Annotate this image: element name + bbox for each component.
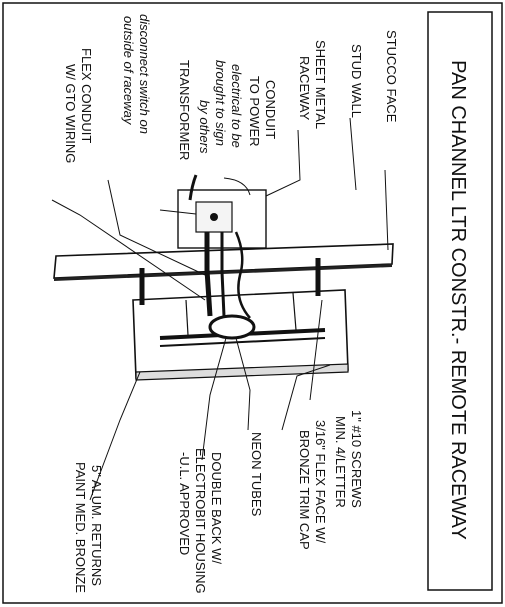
svg-text:by others: by others <box>197 100 212 154</box>
diagram-title: PAN CHANNEL LTR CONSTR.- REMOTE RACEWAY <box>447 60 469 540</box>
standoff-right <box>292 292 297 331</box>
standoff-left <box>185 299 189 336</box>
label-stud-wall: STUD WALL <box>349 44 364 118</box>
svg-text:DOUBLE BACK W/: DOUBLE BACK W/ <box>209 452 224 564</box>
label-neon-tubes: NEON TUBES <box>249 432 264 517</box>
svg-text:5" ALUM. RETURNS: 5" ALUM. RETURNS <box>89 465 104 586</box>
svg-text:TO POWER: TO POWER <box>247 76 262 147</box>
label-conduit-to-power: CONDUIT TO POWER <box>247 76 278 147</box>
label-alum-returns: 5" ALUM. RETURNS PAINT MED. BRONZE <box>73 462 104 593</box>
flex-face-trim-cap <box>135 363 349 381</box>
svg-text:ELECTROBIT HOUSING: ELECTROBIT HOUSING <box>193 448 208 594</box>
svg-text:BRONZE TRIM CAP: BRONZE TRIM CAP <box>297 430 312 550</box>
flex-conduit <box>204 232 213 317</box>
svg-text:W/ GTO WIRING: W/ GTO WIRING <box>63 64 78 163</box>
transformer-dot <box>210 213 218 221</box>
label-transformer: TRANSFORMER <box>177 60 192 160</box>
svg-text:PAINT MED. BRONZE: PAINT MED. BRONZE <box>73 462 88 593</box>
svg-text:brought to sign: brought to sign <box>213 60 228 146</box>
flex-conduit-2 <box>220 232 226 317</box>
label-flex-face: 3/16" FLEX FACE W/ BRONZE TRIM CAP <box>297 420 328 550</box>
svg-text:electrical to be: electrical to be <box>229 64 244 148</box>
wire-loop <box>234 231 251 319</box>
label-double-back: DOUBLE BACK W/ ELECTROBIT HOUSING -U.L. … <box>177 448 224 594</box>
svg-text:MIN. 4/LETTER: MIN. 4/LETTER <box>333 416 348 508</box>
svg-text:3/16" FLEX FACE W/: 3/16" FLEX FACE W/ <box>313 420 328 543</box>
label-stucco-face: STUCCO FACE <box>384 30 399 123</box>
svg-text:SHEET METAL: SHEET METAL <box>313 40 328 129</box>
svg-text:CONDUIT: CONDUIT <box>263 80 278 139</box>
leader-lines <box>51 117 389 501</box>
svg-text:disconnect switch on: disconnect switch on <box>137 14 152 134</box>
label-sheet-metal-raceway: SHEET METAL RACEWAY <box>297 40 328 129</box>
title-box <box>427 11 493 591</box>
label-flex-conduit: FLEX CONDUIT W/ GTO WIRING <box>63 48 94 163</box>
svg-text:RACEWAY: RACEWAY <box>297 56 312 121</box>
label-disconnect-note: disconnect switch on outside of raceway <box>121 14 152 134</box>
electrobit-housing <box>208 314 256 340</box>
svg-text:FLEX CONDUIT: FLEX CONDUIT <box>79 48 94 143</box>
label-electrical-note: electrical to be brought to sign by othe… <box>197 60 244 154</box>
neon-tube-2 <box>159 337 326 347</box>
svg-text:outside of raceway: outside of raceway <box>121 16 136 126</box>
svg-text:-U.L. APPROVED: -U.L. APPROVED <box>177 452 192 555</box>
svg-text:1" #10 SCREWS: 1" #10 SCREWS <box>349 410 364 508</box>
conduit-to-power <box>188 174 198 201</box>
label-screws: 1" #10 SCREWS MIN. 4/LETTER <box>333 410 364 508</box>
